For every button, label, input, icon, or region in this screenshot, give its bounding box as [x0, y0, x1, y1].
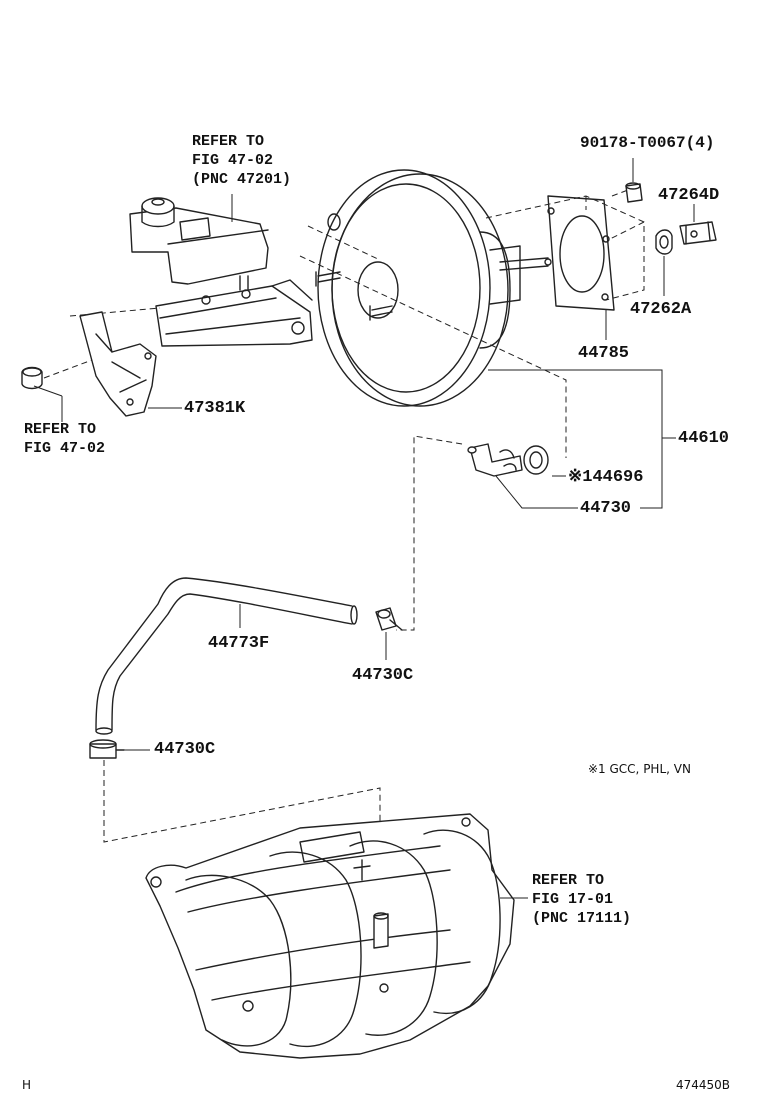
master-cylinder[interactable]	[129, 197, 313, 347]
part-label-90178[interactable]: 90178-T0067(4)	[580, 134, 715, 152]
part-label-47264d[interactable]: 47264D	[658, 186, 720, 205]
nut-47262a[interactable]	[655, 229, 673, 255]
brake-booster[interactable]	[315, 169, 549, 407]
hose-clamp-lower[interactable]	[89, 739, 125, 759]
part-label-44730[interactable]: 44730	[580, 499, 632, 518]
ref-line-2: FIG 47-02	[24, 440, 106, 457]
bracket-nut-reference[interactable]: REFER TO FIG 47-02	[24, 420, 105, 458]
intake-manifold-reference[interactable]: REFER TO FIG 17-01 (PNC 17111)	[532, 871, 631, 928]
master-cylinder-reference[interactable]: REFER TO FIG 47-02 (PNC 47201)	[192, 132, 291, 189]
ref-line-1: REFER TO	[532, 872, 605, 889]
part-label-44730c-upper[interactable]: 44730C	[352, 666, 414, 685]
ref-line-1: REFER TO	[24, 421, 97, 438]
check-valve-44730[interactable]	[467, 443, 523, 477]
clevis-47264d[interactable]	[679, 221, 717, 245]
ref-line-2: FIG 17-01	[532, 891, 614, 908]
ref-line-2: FIG 47-02	[192, 152, 274, 169]
ref-line-3: (PNC 47201)	[192, 171, 292, 188]
part-label-44730c-lower[interactable]: 44730C	[154, 740, 216, 759]
bracket-47381k[interactable]	[79, 311, 157, 417]
bracket-nut[interactable]	[21, 366, 43, 390]
nut-90178[interactable]	[625, 182, 643, 203]
part-label-44696[interactable]: ※144696	[568, 468, 644, 487]
vacuum-hose-44773f[interactable]	[95, 577, 358, 735]
hose-clamp-upper[interactable]	[375, 607, 403, 631]
figure-id: 474450B	[676, 1078, 731, 1092]
part-label-44610[interactable]: 44610	[678, 429, 730, 448]
part-label-47381k[interactable]: 47381K	[184, 399, 246, 418]
ref-line-1: REFER TO	[192, 133, 265, 150]
part-label-44785[interactable]: 44785	[578, 344, 630, 363]
intake-manifold[interactable]	[145, 813, 515, 1059]
mounting-box	[485, 195, 645, 301]
region-note: ※1 GCC, PHL, VN	[588, 762, 691, 776]
booster-gasket[interactable]	[544, 195, 615, 311]
part-label-47262a[interactable]: 47262A	[630, 300, 692, 319]
ref-line-3: (PNC 17111)	[532, 910, 632, 927]
part-label-44773f[interactable]: 44773F	[208, 634, 270, 653]
grommet-44696[interactable]	[523, 445, 549, 475]
corner-mark: H	[22, 1078, 32, 1092]
